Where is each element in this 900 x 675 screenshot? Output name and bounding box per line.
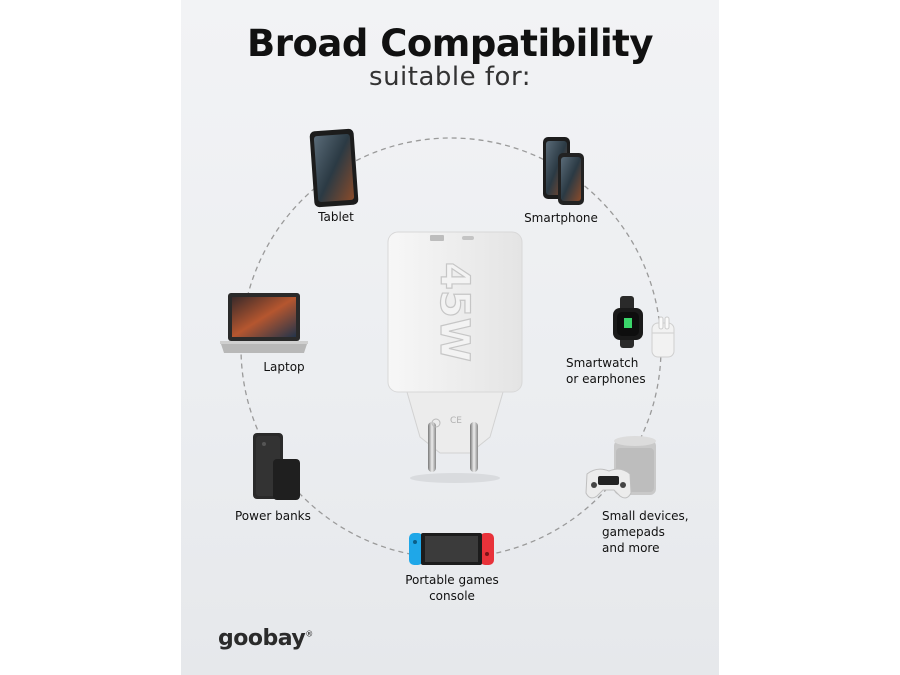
smartphone-icon <box>543 137 584 205</box>
smartwatch-icon <box>613 296 643 348</box>
gamepad-icon <box>585 468 632 499</box>
tablet-icon <box>309 128 359 208</box>
charger-wattage-label: 45W <box>431 262 477 362</box>
power-banks-label: Power banks <box>235 509 311 523</box>
small-devices-label-line2: gamepads <box>602 525 665 539</box>
smartphone-label: Smartphone <box>524 211 598 225</box>
laptop-icon <box>220 293 308 353</box>
page-title: Broad Compatibility <box>247 22 654 65</box>
charger-icon: CE <box>387 231 523 483</box>
page-subtitle: suitable for: <box>369 62 531 92</box>
laptop-label: Laptop <box>263 360 305 374</box>
console-label-line1: Portable games <box>405 573 499 587</box>
game-console-icon <box>409 533 494 565</box>
power-bank-icon <box>253 433 300 500</box>
tablet-label: Tablet <box>318 210 354 224</box>
svg-text:CE: CE <box>450 416 462 426</box>
brand-logo: goobay® <box>218 626 313 651</box>
earphones-case-icon <box>651 316 675 358</box>
console-label-line2: console <box>429 589 475 603</box>
smartwatch-label-line1: Smartwatch <box>566 356 639 370</box>
small-devices-label-line3: and more <box>602 541 660 555</box>
brand-logo-text: goobay <box>218 626 306 651</box>
small-devices-label-line1: Small devices, <box>602 509 689 523</box>
smartwatch-label-line2: or earphones <box>566 372 646 386</box>
